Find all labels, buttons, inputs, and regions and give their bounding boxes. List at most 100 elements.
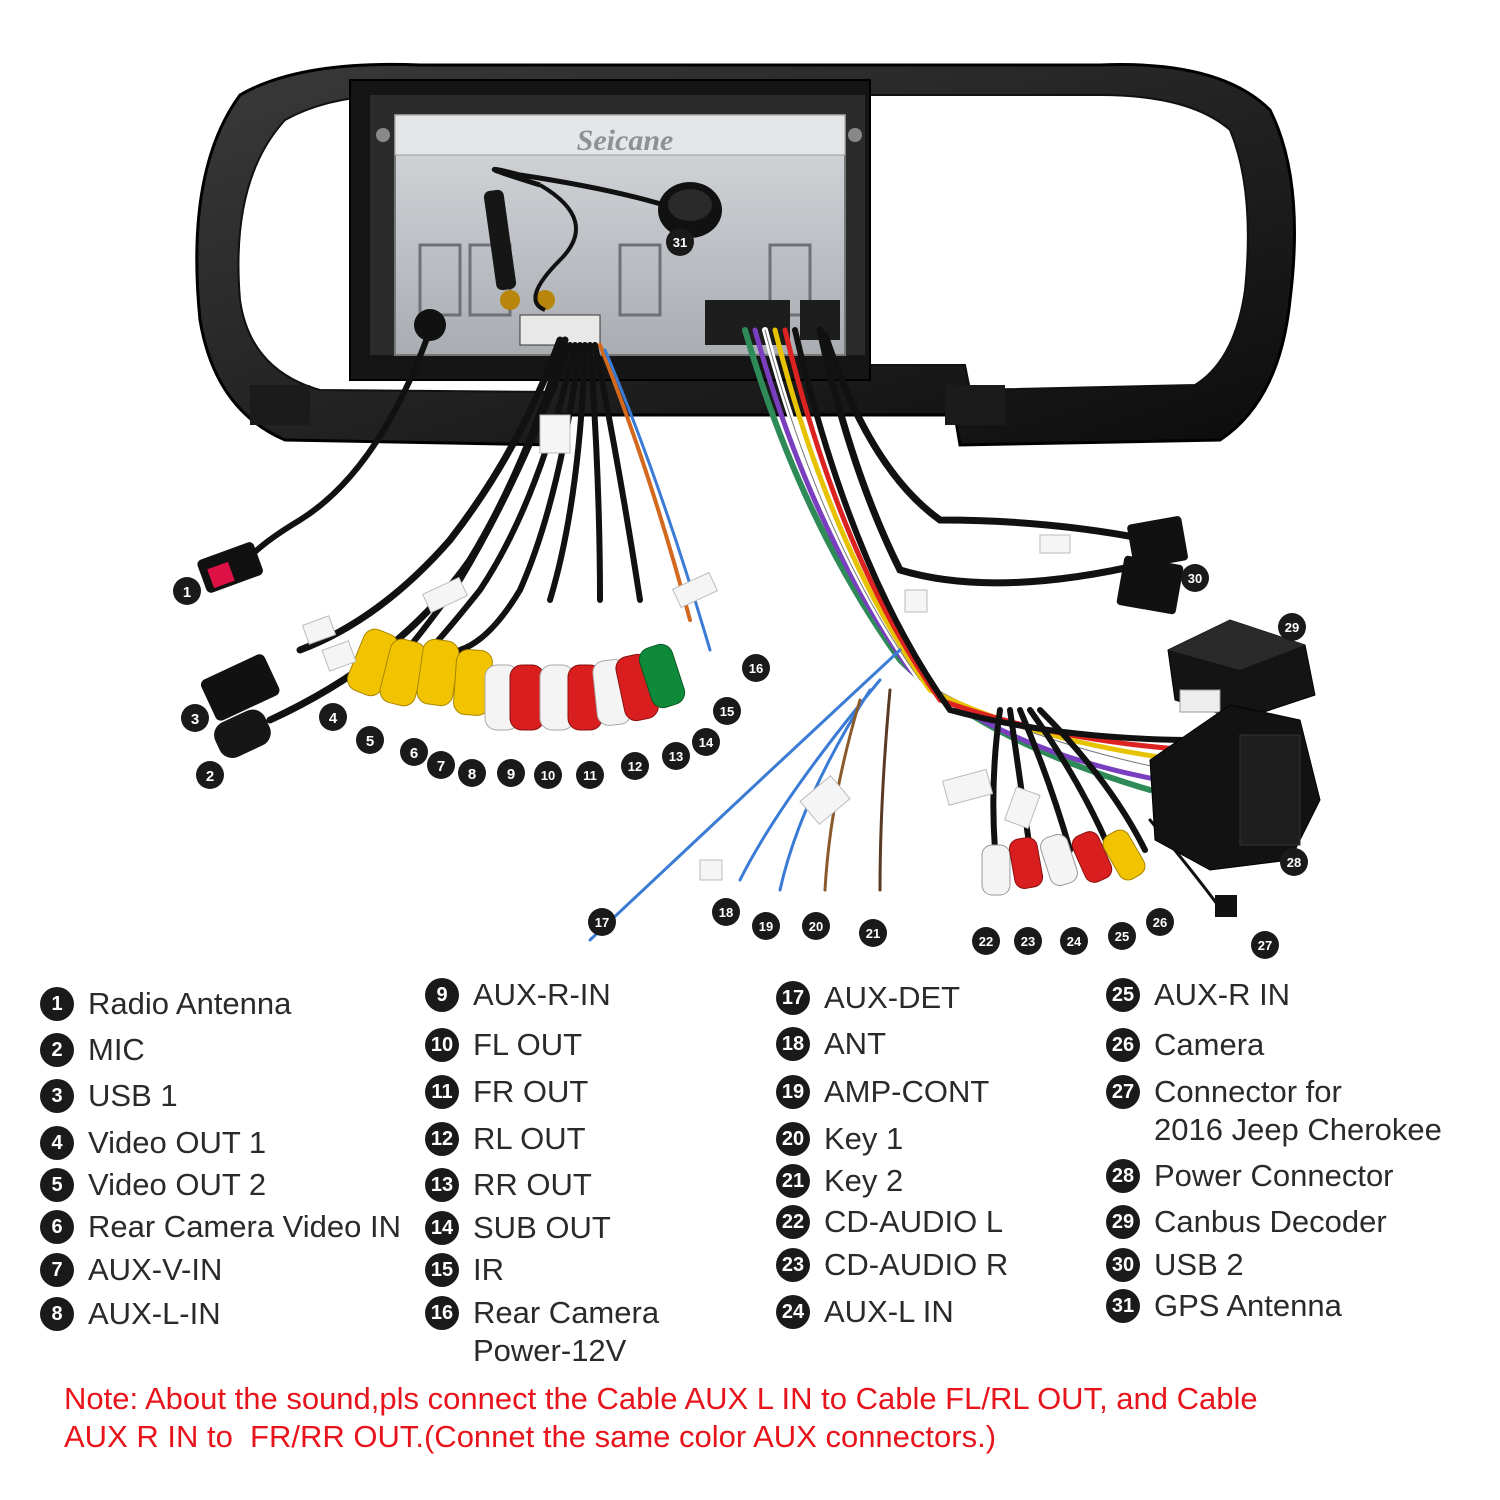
callout-20: 20 [802, 912, 830, 940]
svg-text:21: 21 [866, 926, 880, 941]
wiring-diagram: Seicane [173, 62, 1321, 959]
callout-30: 30 [1181, 564, 1209, 592]
callout-28: 28 [1280, 848, 1308, 876]
legend-label: Rear Camera Video IN [88, 1209, 402, 1244]
legend-label: Radio Antenna [88, 986, 292, 1021]
legend-item-14: 14 SUB OUT [425, 1209, 611, 1247]
legend-label: CD-AUDIO L [824, 1204, 1004, 1239]
legend-number: 26 [1106, 1028, 1140, 1062]
cable-tags [301, 414, 1071, 881]
svg-text:18: 18 [719, 905, 733, 920]
svg-text:30: 30 [1188, 571, 1202, 586]
legend-number: 21 [776, 1164, 810, 1198]
legend-number: 3 [40, 1079, 74, 1113]
callout-21: 21 [859, 919, 887, 947]
note-line-1: Note: About the sound,pls connect the Ca… [64, 1381, 1258, 1416]
svg-text:22: 22 [979, 934, 993, 949]
callout-9: 9 [497, 759, 525, 787]
brand-logo: Seicane [577, 124, 674, 157]
legend-item-24: 24 AUX-L IN [776, 1293, 954, 1331]
legend-item-26: 26 Camera [1106, 1026, 1264, 1064]
callout-3: 3 [181, 704, 209, 732]
callout-17: 17 [588, 908, 616, 936]
svg-text:28: 28 [1287, 855, 1301, 870]
legend-label: Video OUT 2 [88, 1167, 267, 1202]
sound-connection-note: Note: About the sound,pls connect the Ca… [64, 1380, 1464, 1456]
legend-number: 30 [1106, 1248, 1140, 1282]
callout-18: 18 [712, 898, 740, 926]
callout-31: 31 [666, 228, 694, 256]
svg-text:13: 13 [669, 749, 683, 764]
svg-text:31: 31 [673, 235, 687, 250]
callout-23: 23 [1014, 927, 1042, 955]
callout-24: 24 [1060, 927, 1088, 955]
legend-label: IR [473, 1252, 504, 1287]
callout-5: 5 [356, 726, 384, 754]
svg-text:24: 24 [1067, 934, 1082, 949]
legend-number: 2 [40, 1033, 74, 1067]
legend-label: SUB OUT [473, 1210, 611, 1245]
callout-12: 12 [621, 752, 649, 780]
legend-item-13: 13 RR OUT [425, 1166, 592, 1204]
svg-text:26: 26 [1153, 915, 1167, 930]
callout-7: 7 [427, 751, 455, 779]
callout-15: 15 [713, 697, 741, 725]
svg-text:3: 3 [191, 711, 199, 728]
legend-number: 15 [425, 1253, 459, 1287]
legend-label: RR OUT [473, 1167, 592, 1202]
callout-25: 25 [1108, 922, 1136, 950]
legend-number: 13 [425, 1168, 459, 1202]
legend-label: Canbus Decoder [1154, 1204, 1387, 1239]
usb2-connectors [1116, 516, 1188, 615]
callout-13: 13 [662, 742, 690, 770]
rca-plugs-left [347, 628, 686, 731]
legend-label: USB 2 [1154, 1247, 1244, 1282]
legend-number: 5 [40, 1168, 74, 1202]
legend-item-5: 5 Video OUT 2 [40, 1166, 266, 1204]
legend-label: FR OUT [473, 1074, 589, 1109]
svg-text:23: 23 [1021, 934, 1035, 949]
legend-number: 19 [776, 1075, 810, 1109]
legend-item-29: 29 Canbus Decoder [1106, 1203, 1387, 1241]
callout-2: 2 [196, 761, 224, 789]
legend-label: Rear Camera Power-12V [473, 1295, 660, 1368]
legend-label: AUX-L-IN [88, 1296, 221, 1331]
svg-text:19: 19 [759, 919, 773, 934]
legend-label: AUX-L IN [824, 1294, 954, 1329]
callout-22: 22 [972, 927, 1000, 955]
svg-text:27: 27 [1258, 938, 1272, 953]
legend-label: Power Connector [1154, 1158, 1394, 1193]
legend-item-16: 16 Rear Camera Power-12V [425, 1294, 659, 1370]
note-line-2: AUX R IN to FR/RR OUT.(Connet the same c… [64, 1419, 997, 1454]
legend-number: 10 [425, 1028, 459, 1062]
legend-number: 24 [776, 1295, 810, 1329]
svg-text:16: 16 [749, 661, 763, 676]
callout-11: 11 [576, 761, 604, 789]
legend-number: 14 [425, 1211, 459, 1245]
legend-label: AUX-DET [824, 980, 961, 1015]
gps-antenna [483, 166, 722, 312]
legend-number: 23 [776, 1248, 810, 1282]
legend-label: Camera [1154, 1027, 1265, 1062]
left-plugs [197, 542, 280, 759]
legend-item-9: 9 AUX-R-IN [425, 976, 611, 1014]
legend-label: AUX-R-IN [473, 977, 611, 1012]
legend-label: MIC [88, 1032, 145, 1067]
legend-number: 29 [1106, 1205, 1140, 1239]
legend-number: 9 [425, 978, 459, 1012]
legend-number: 16 [425, 1296, 459, 1330]
svg-text:11: 11 [583, 768, 597, 783]
rca-plugs-right [981, 829, 1237, 917]
svg-text:8: 8 [468, 766, 476, 783]
callout-4: 4 [319, 703, 347, 731]
svg-text:17: 17 [595, 915, 609, 930]
legend-number: 22 [776, 1205, 810, 1239]
legend-number: 17 [776, 981, 810, 1015]
canbus-decoder-box [1167, 619, 1316, 721]
